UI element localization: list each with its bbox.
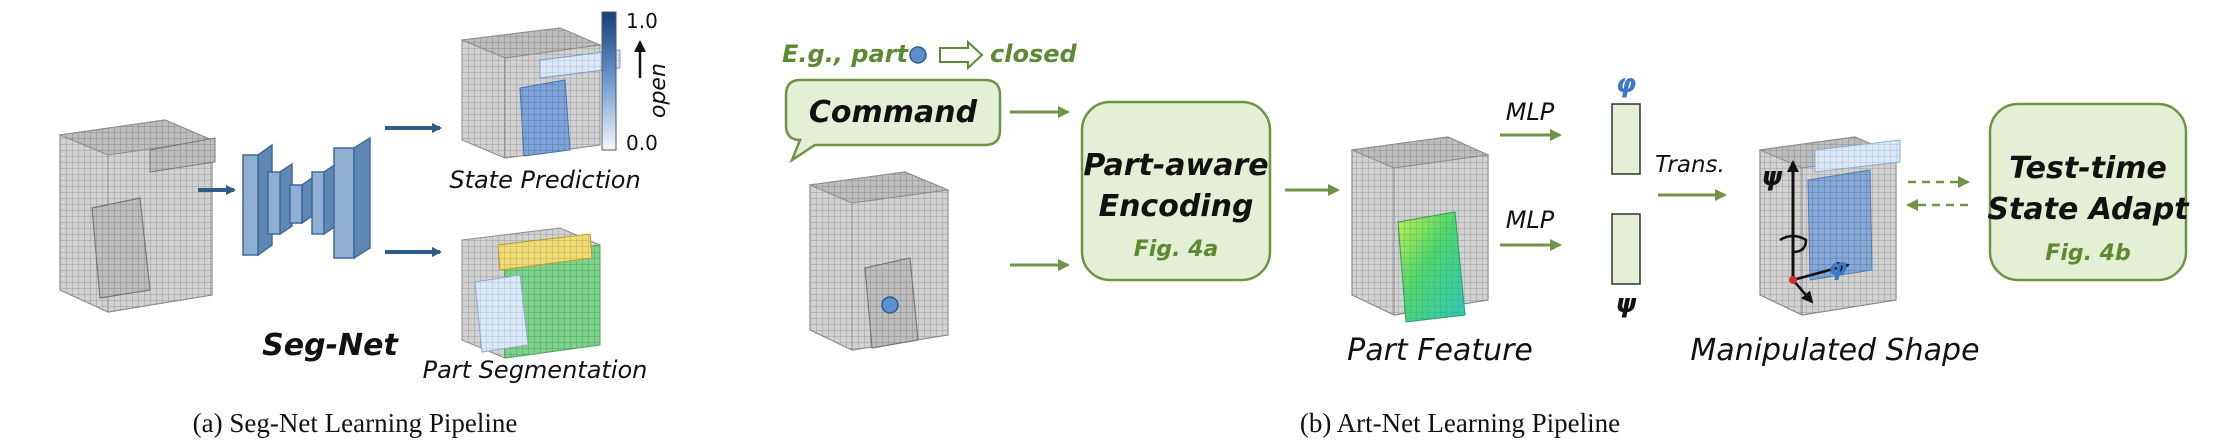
adapt-line2: State Adapt: [1987, 192, 2190, 227]
seg-net-label: Seg-Net: [262, 328, 399, 363]
mlp-bottom-label: MLP: [1506, 206, 1555, 234]
test-time-adapt-box: [1988, 102, 2188, 282]
axis-psi: ψ: [1762, 162, 1783, 192]
part-marker-icon: [909, 46, 927, 64]
caption-a: (a) Seg-Net Learning Pipeline: [193, 408, 518, 438]
state-prediction-cabinet: [460, 27, 621, 159]
phi-symbol: φ: [1616, 69, 1636, 99]
axis-phi: φ: [1829, 253, 1848, 281]
input-cabinet-art: [808, 171, 950, 351]
example-suffix: closed: [990, 40, 1078, 68]
adapt-line1: Test-time: [2009, 151, 2167, 186]
trans-label: Trans.: [1655, 152, 1725, 178]
command-label: Command: [809, 95, 978, 130]
caption-b: (b) Art-Net Learning Pipeline: [1300, 408, 1620, 438]
part-feature-cabinet: [1350, 136, 1490, 323]
example-prefix: E.g., part: [782, 40, 909, 68]
state-prediction-label: State Prediction: [449, 166, 640, 194]
encoding-ref: Fig. 4a: [1134, 237, 1219, 262]
part-segmentation-cabinet: [461, 227, 601, 359]
colorbar: [601, 11, 617, 151]
phi-feature-box: [1611, 103, 1641, 175]
seg-net-icon: [242, 136, 371, 260]
mlp-top-label: MLP: [1506, 98, 1555, 126]
colorbar-min: 0.0: [626, 131, 658, 155]
encoding-line2: Encoding: [1099, 189, 1254, 224]
part-segmentation-label: Part Segmentation: [423, 356, 648, 384]
part-aware-encoding-box: [1080, 100, 1272, 282]
encoding-line1: Part-aware: [1083, 148, 1268, 183]
part-feature-label: Part Feature: [1347, 333, 1533, 368]
psi-feature-box: [1611, 213, 1641, 285]
command-bubble: [784, 78, 1002, 164]
rotation-axes-icon: [1779, 160, 1850, 304]
psi-symbol: ψ: [1616, 289, 1637, 319]
input-cabinet-seg: [58, 119, 216, 313]
colorbar-label: open: [646, 63, 671, 118]
colorbar-max: 1.0: [626, 9, 658, 33]
hollow-arrow-icon: [939, 39, 984, 71]
adapt-ref: Fig. 4b: [2045, 241, 2130, 266]
manipulated-shape-label: Manipulated Shape: [1690, 333, 1979, 368]
